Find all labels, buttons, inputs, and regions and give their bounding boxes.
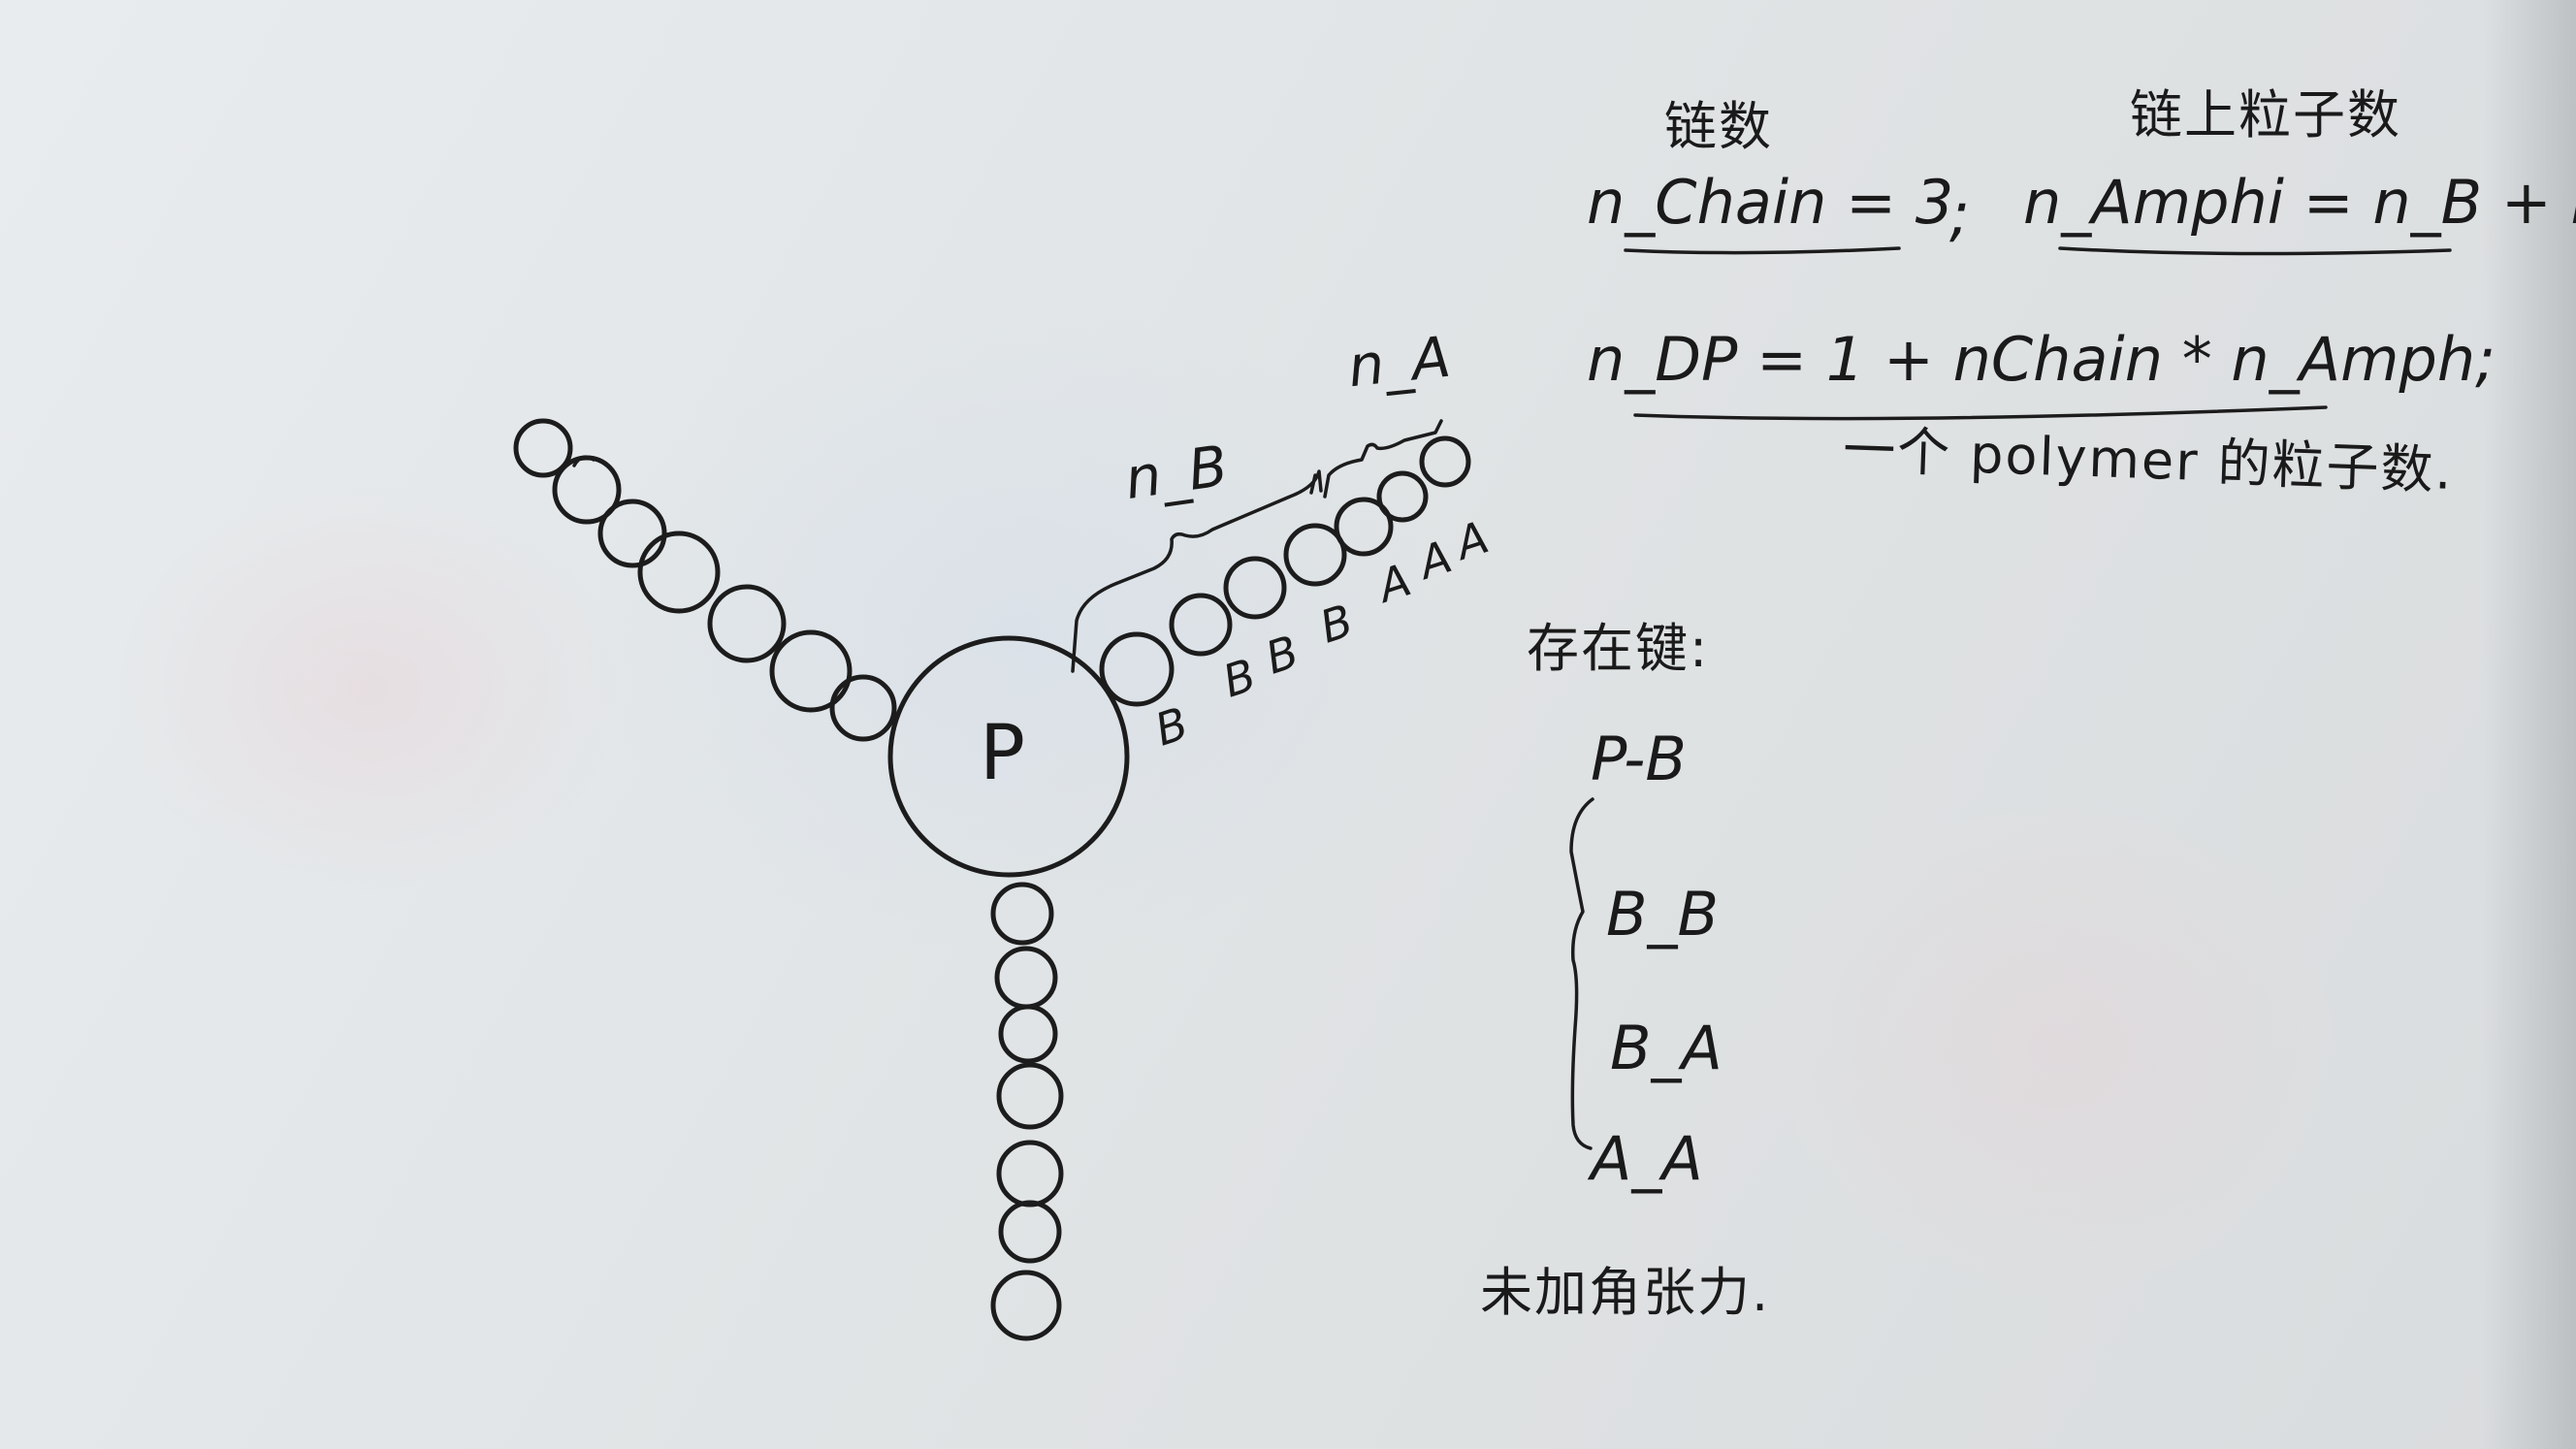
chain-arm-right	[1099, 435, 1471, 707]
bonds-heading: 存在键:	[1527, 618, 1710, 679]
n-b-bracket	[1071, 469, 1323, 673]
chain-bead	[994, 946, 1058, 1010]
bead-scribble	[572, 455, 596, 467]
chain-count-heading: 链数	[1664, 96, 1773, 157]
equation-separator: ;	[1949, 178, 1970, 249]
chain-bead	[996, 1062, 1064, 1130]
chain-bead	[998, 1200, 1062, 1264]
chain-bead	[998, 1004, 1058, 1064]
n-a-bracket	[1323, 419, 1443, 499]
bonds-brace	[1569, 797, 1594, 1150]
n-b-label: n_B	[1120, 432, 1232, 513]
center-bead	[887, 635, 1130, 878]
chain-arm-upper-left	[513, 418, 897, 742]
n-dp-equation: n_DP = 1 + nChain * n_Amph;	[1587, 324, 2496, 395]
b-bead	[1169, 593, 1233, 657]
chain-bead	[637, 531, 721, 614]
chain-bead	[990, 1270, 1062, 1341]
chain-bead	[513, 418, 573, 478]
footer-note: 未加角张力.	[1480, 1262, 1771, 1323]
chain-arm-bottom	[990, 882, 1064, 1341]
chain-bead	[769, 629, 853, 713]
bond-item: P-B	[1591, 724, 1687, 794]
underline-n-chain	[1624, 246, 1901, 255]
beads-per-chain-heading: 链上粒子数	[2130, 84, 2401, 145]
chain-bead	[990, 882, 1054, 946]
b-bead	[1099, 631, 1175, 707]
bond-item: A_A	[1591, 1123, 1703, 1194]
a-bead	[1376, 470, 1429, 523]
chain-bead	[996, 1140, 1064, 1208]
b-bead	[1283, 523, 1347, 587]
a-bead	[1419, 435, 1471, 488]
chain-bead	[829, 674, 897, 742]
center-bead-label: P	[980, 710, 1026, 797]
n-amphi-equation: n_Amphi = n_B + n_A	[2023, 167, 2576, 238]
bond-item: B_A	[1610, 1013, 1723, 1083]
n-chain-equation: n_Chain = 3	[1587, 167, 1954, 238]
b-bead	[1223, 556, 1287, 620]
underline-n-dp	[1633, 405, 2328, 421]
bond-item: B_B	[1606, 879, 1720, 950]
chain-bead	[707, 584, 787, 663]
n-a-label: n_A	[1344, 323, 1454, 401]
underline-n-amphi	[2058, 246, 2452, 256]
a-bead	[1334, 497, 1394, 557]
chain-bead	[597, 499, 667, 568]
n-b-bracket-tick	[1309, 473, 1317, 495]
